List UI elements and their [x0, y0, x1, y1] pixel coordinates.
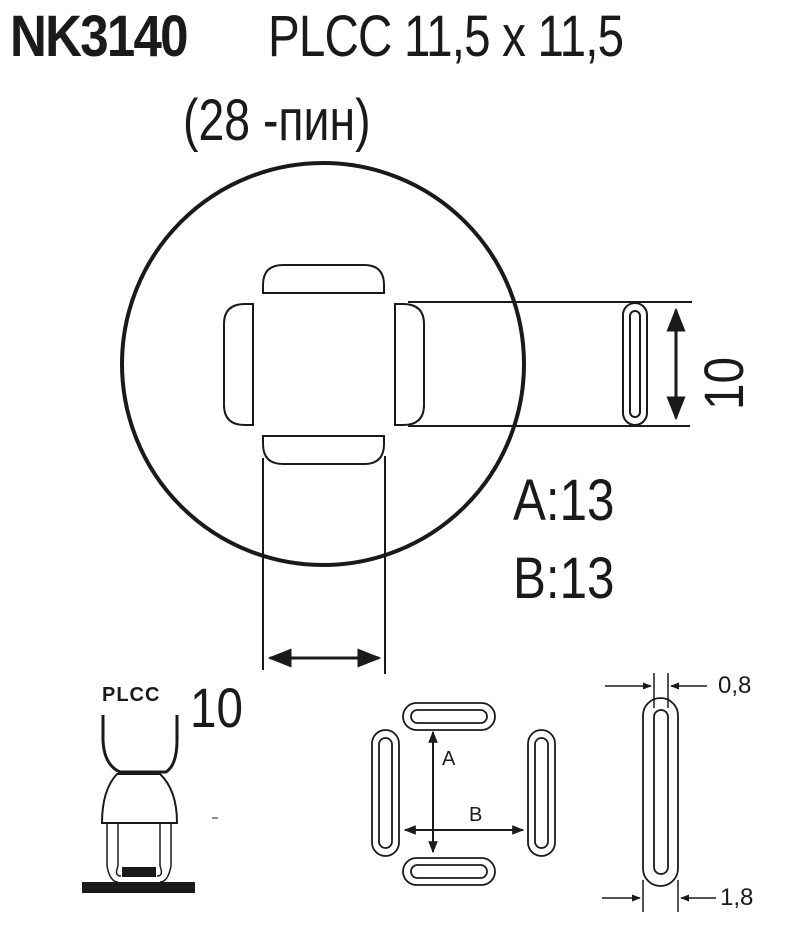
horizontal-dimension — [262, 456, 386, 674]
pin-count: (28 -пин) — [183, 88, 371, 153]
b-dimension-value: B:13 — [513, 546, 615, 611]
a-arrow-label: A — [442, 748, 456, 770]
nozzle-top-view — [120, 161, 526, 567]
a-dimension-value: A:13 — [513, 468, 615, 533]
inner-width-label: 0,8 — [718, 672, 752, 699]
slot-layout — [371, 702, 556, 886]
package-spec: PLCC 11,5 x 11,5 — [268, 4, 624, 69]
nozzle-side-view — [82, 715, 218, 893]
b-arrow-label: B — [469, 804, 483, 826]
vertical-dimension-label: 10 — [692, 357, 755, 410]
slot-detail — [602, 673, 716, 912]
plcc-label: PLCC — [102, 684, 161, 706]
model-number: NK3140 — [10, 4, 188, 69]
outer-width-label: 1,8 — [720, 884, 754, 911]
horizontal-dimension-label: 10 — [190, 676, 243, 739]
vertical-dimension — [408, 301, 692, 427]
